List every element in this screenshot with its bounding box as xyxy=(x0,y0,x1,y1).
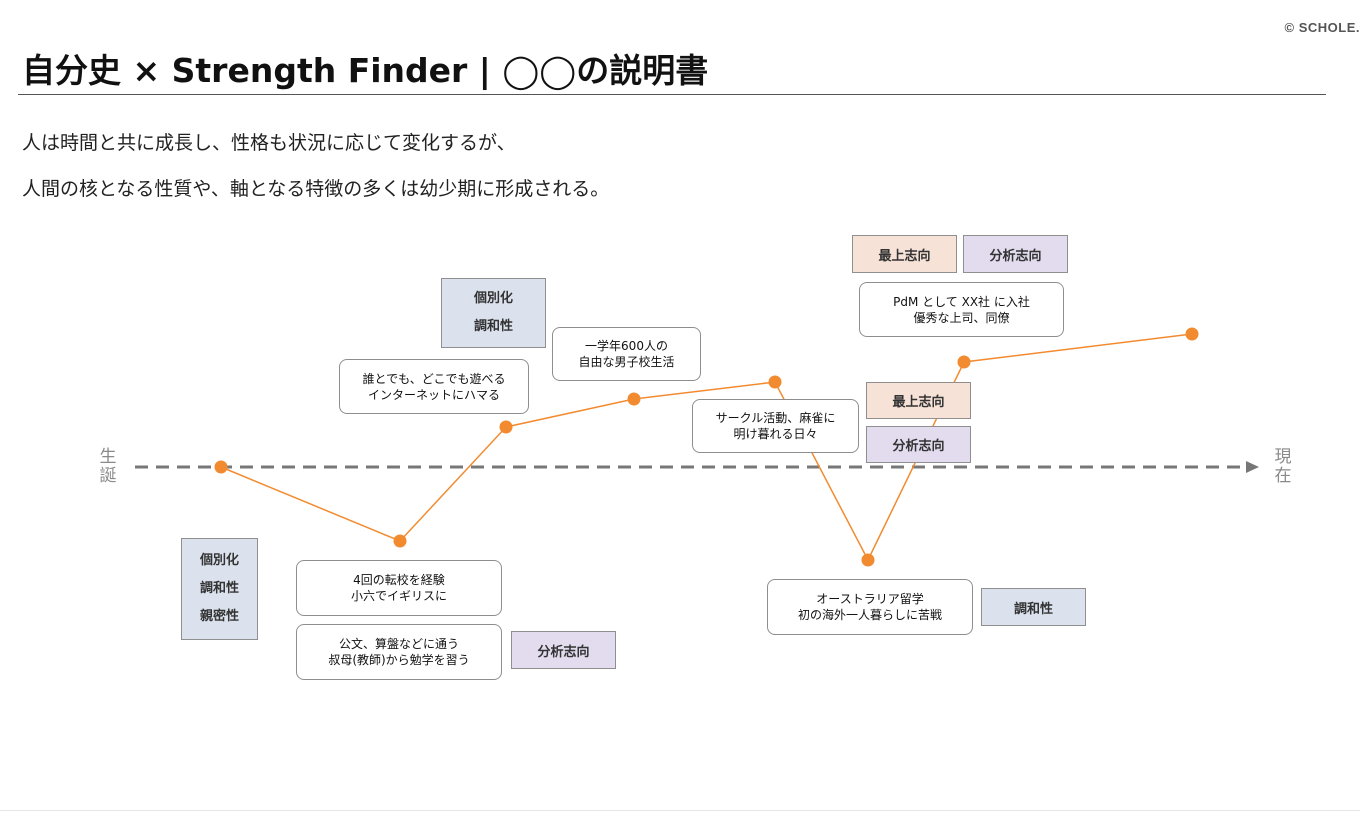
axis-end-label: 現在 xyxy=(1274,447,1292,486)
intro-line-2: 人間の核となる性質や、軸となる特徴の多くは幼少期に形成される。 xyxy=(22,178,610,200)
strength-tag-individualization: 個別化 xyxy=(199,553,239,568)
note-line: インターネットにハマる xyxy=(367,387,500,402)
note-line: 自由な男子校生活 xyxy=(578,355,675,369)
life-event-note-transfer: 4回の転校を経験 小六でイギリスに xyxy=(296,560,502,616)
strength-tag-harmony: 調和性 xyxy=(981,588,1086,626)
life-event-note-play: 誰とでも、どこでも遊べる インターネットにハマる xyxy=(339,359,529,414)
note-line: 公文、算盤などに通う xyxy=(338,637,459,651)
page-title: 自分史 × Strength Finder | ◯◯の説明書 xyxy=(22,51,709,90)
strength-tag-analytical: 分析志向 xyxy=(511,631,616,669)
note-line: 一学年600人の xyxy=(585,339,668,353)
title-divider xyxy=(18,94,1326,95)
life-event-note-study: 公文、算盤などに通う 叔母(教師)から勉学を習う xyxy=(296,624,502,680)
life-event-note-australia: オーストラリア留学 初の海外一人暮らしに苦戦 xyxy=(767,579,973,635)
strength-tag-maximizer: 最上志向 xyxy=(852,235,957,273)
note-line: サークル活動、麻雀に xyxy=(715,411,836,425)
life-event-note-circle: サークル活動、麻雀に 明け暮れる日々 xyxy=(692,399,859,453)
note-line: PdM として XX社 に入社 xyxy=(893,294,1030,309)
note-line: 優秀な上司、同僚 xyxy=(913,310,1010,325)
note-line: 明け暮れる日々 xyxy=(733,427,818,441)
axis-start-label: 生誕 xyxy=(99,447,117,486)
youth-strength-tags: 個別化 調和性 xyxy=(441,278,546,348)
strength-tag-individualization: 個別化 xyxy=(473,291,513,306)
life-curve-point xyxy=(214,460,228,474)
footer-divider xyxy=(0,810,1360,811)
life-curve-point xyxy=(957,355,971,369)
life-event-note-school: 一学年600人の 自由な男子校生活 xyxy=(552,327,701,381)
life-curve-point xyxy=(627,392,641,406)
life-curve-point xyxy=(861,553,875,567)
note-line: オーストラリア留学 xyxy=(816,592,924,606)
strength-tag-harmony: 調和性 xyxy=(473,319,513,334)
note-line: 4回の転校を経験 xyxy=(353,573,445,587)
strength-tag-maximizer: 最上志向 xyxy=(866,382,971,419)
life-curve-point xyxy=(499,420,513,434)
time-axis-arrowhead xyxy=(1246,461,1259,473)
strength-tag-harmony: 調和性 xyxy=(199,581,239,596)
note-line: 誰とでも、どこでも遊べる xyxy=(362,371,506,386)
life-curve-point xyxy=(768,375,782,389)
copyright-text: © SCHOLE. xyxy=(1284,20,1360,35)
life-event-note-pdm: PdM として XX社 に入社 優秀な上司、同僚 xyxy=(859,282,1064,337)
note-line: 叔母(教師)から勉学を習う xyxy=(328,653,470,667)
childhood-strength-tags: 個別化 調和性 親密性 xyxy=(181,538,258,640)
life-curve-point xyxy=(393,534,407,548)
note-line: 初の海外一人暮らしに苦戦 xyxy=(797,608,942,622)
strength-tag-analytical: 分析志向 xyxy=(866,426,971,463)
strength-tag-analytical: 分析志向 xyxy=(963,235,1068,273)
life-curve-point xyxy=(1185,327,1199,341)
note-line: 小六でイギリスに xyxy=(350,589,447,603)
strength-tag-relator: 親密性 xyxy=(199,609,239,624)
intro-line-1: 人は時間と共に成長し、性格も状況に応じて変化するが、 xyxy=(22,132,516,154)
